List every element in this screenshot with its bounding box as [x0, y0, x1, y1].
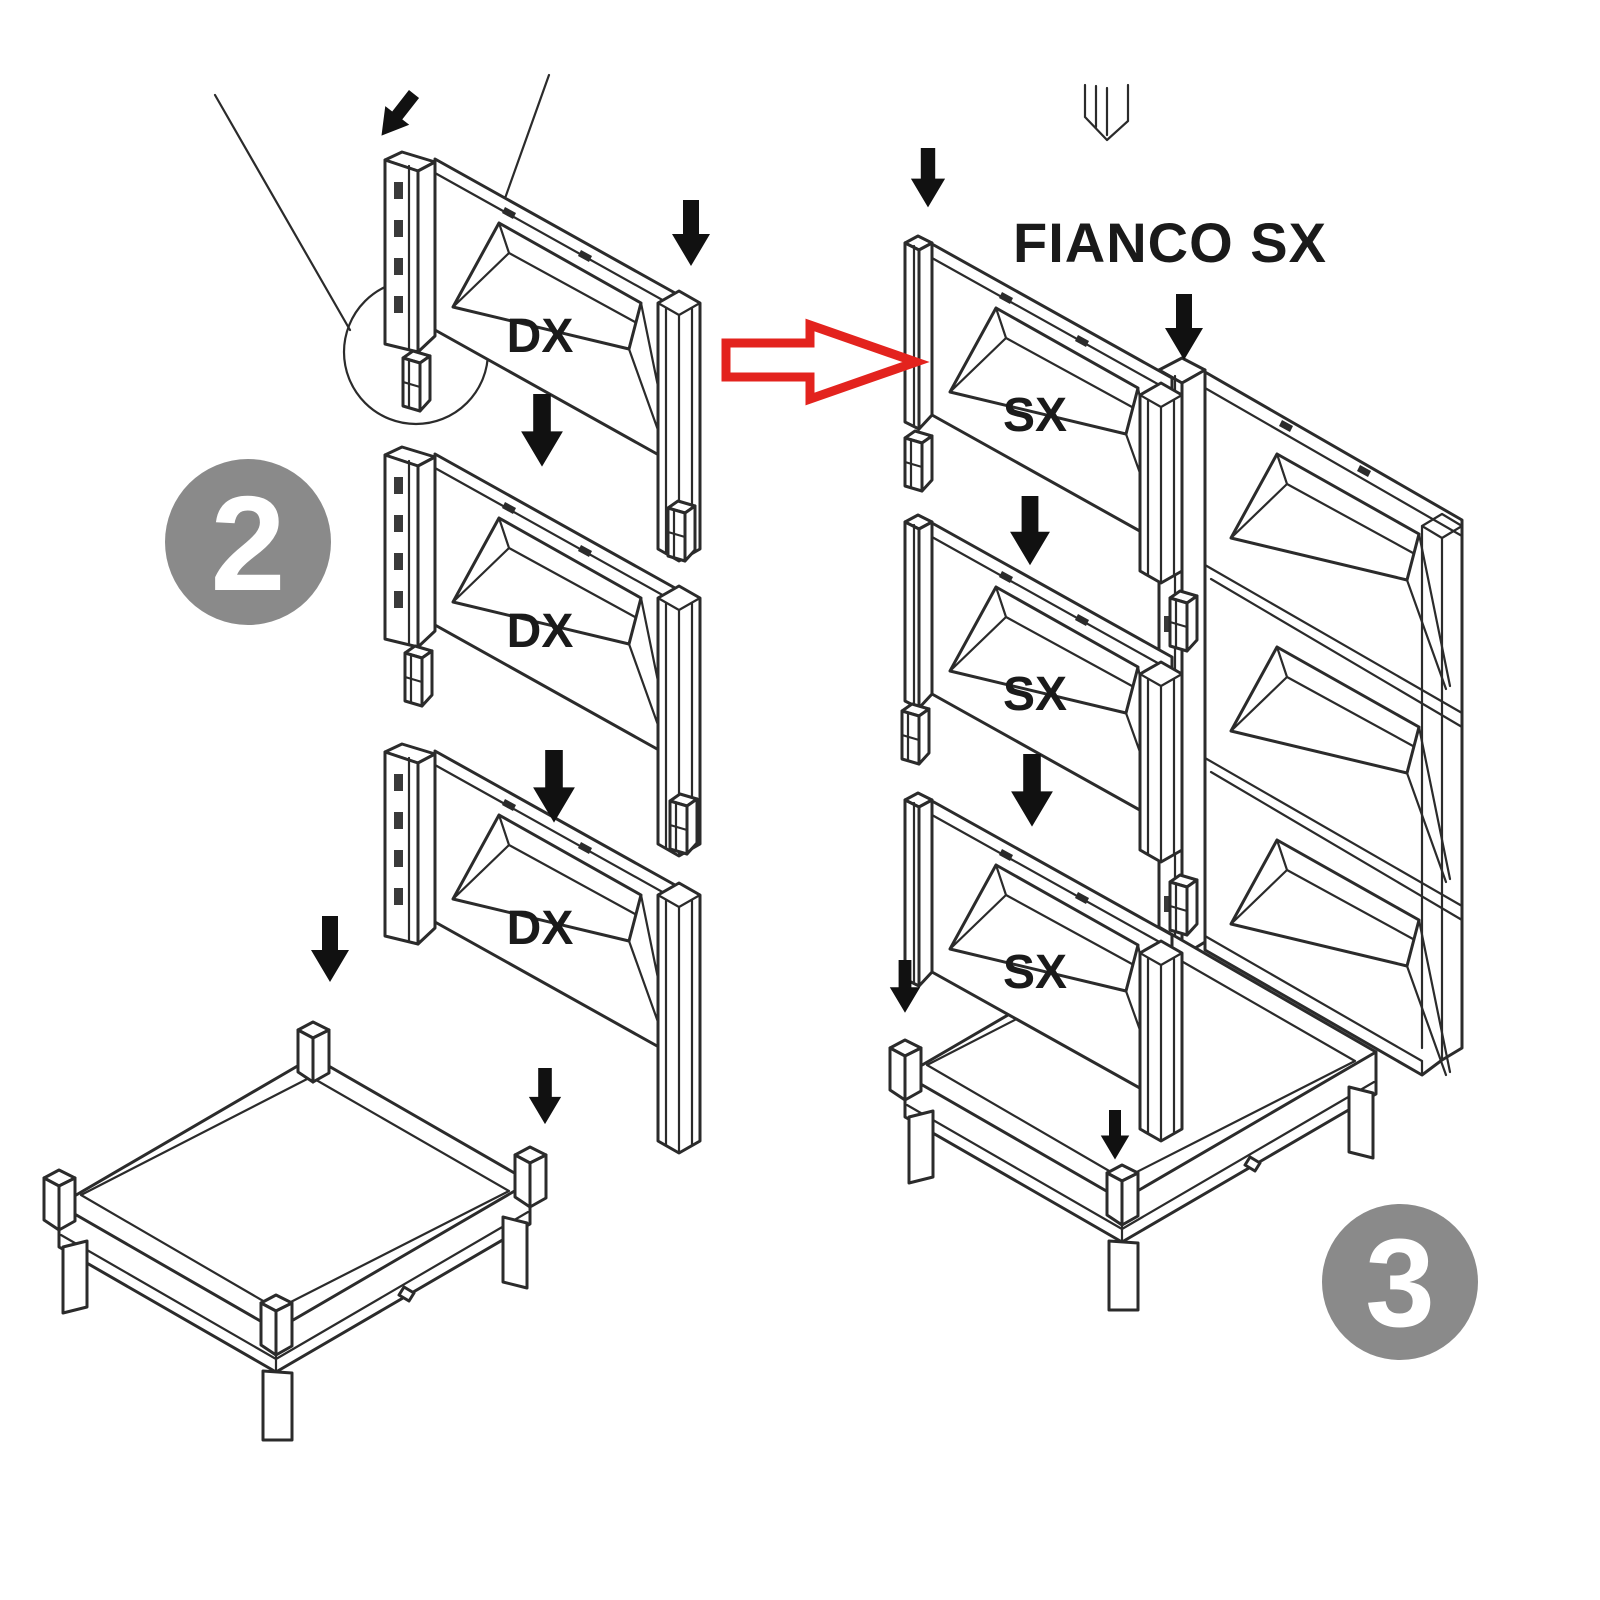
badge-number: 2 [210, 468, 285, 619]
transfer-arrow-icon [721, 318, 930, 406]
corner-channel [1138, 660, 1184, 864]
base-corner-post [259, 1293, 294, 1357]
plain-post [903, 791, 934, 988]
connector-peg [666, 499, 697, 563]
connector-peg [903, 429, 934, 493]
plain-post [903, 234, 934, 431]
base-corner-post [1105, 1163, 1140, 1227]
corner-channel [1138, 381, 1184, 585]
fianco-sx-title: FIANCO SX [1013, 211, 1327, 274]
base-corner-post [888, 1038, 923, 1102]
badge-circle [1322, 1204, 1478, 1360]
corner-channel [656, 881, 702, 1155]
cropped-channel-piece [1083, 83, 1130, 142]
step-2-badge: 2 [165, 459, 331, 625]
slotted-post [383, 445, 437, 649]
figure-step-3: FIANCO SX SX SX SX 3 [888, 83, 1478, 1360]
panel-label-dx-1: DX [507, 310, 574, 363]
connector-peg [403, 644, 434, 708]
step-3-badge: 3 [1322, 1204, 1478, 1360]
connector-peg [401, 349, 432, 413]
badge-circle [165, 459, 331, 625]
panel-label-sx-1: SX [1003, 389, 1067, 442]
connector-peg [1168, 873, 1199, 937]
base-corner-post [42, 1168, 77, 1232]
figure-step-2: DX DX DX 2 [42, 73, 710, 1442]
plain-post [903, 513, 934, 710]
panel-label-dx-3: DX [507, 902, 574, 955]
assembled-dx-wall [1203, 370, 1464, 1077]
panel-label-sx-3: SX [1003, 946, 1067, 999]
connector-peg [668, 792, 699, 856]
slotted-post [383, 150, 437, 354]
badge-number: 3 [1365, 1214, 1435, 1353]
connector-peg [900, 702, 931, 766]
callout-line [213, 93, 352, 332]
corner-channel [1138, 939, 1184, 1143]
slotted-post [383, 742, 437, 946]
panel-label-dx-2: DX [507, 605, 574, 658]
base-corner-post [296, 1020, 331, 1084]
panel-label-sx-2: SX [1003, 668, 1067, 721]
connector-peg [1168, 589, 1199, 653]
base-corner-post [513, 1145, 548, 1209]
